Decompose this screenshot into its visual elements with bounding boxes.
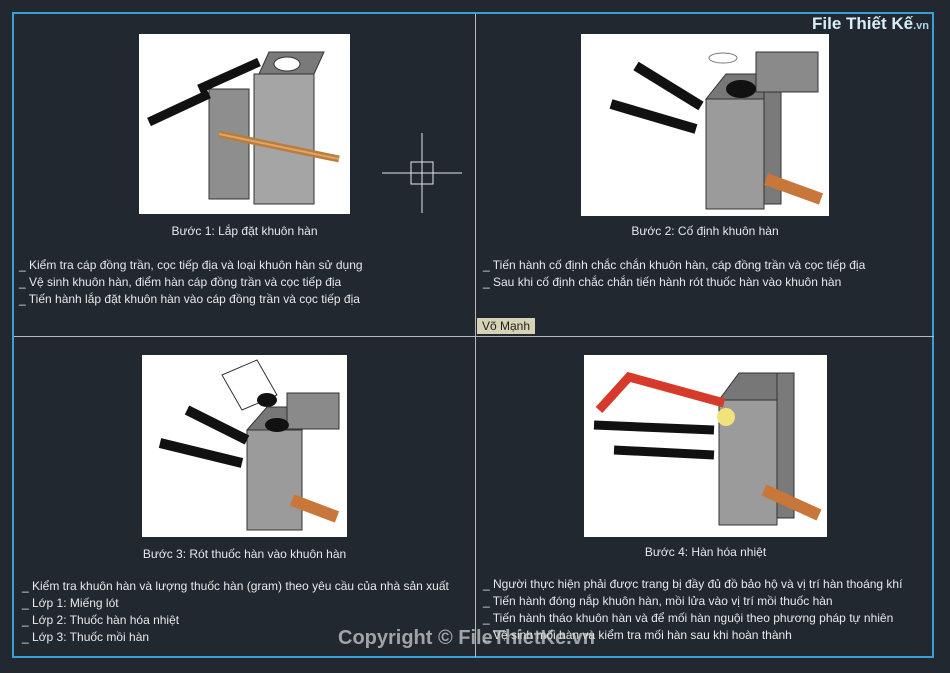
step2-illustration [581, 34, 829, 216]
horizontal-divider [14, 336, 934, 337]
step2-line-1: _ Tiến hành cố định chắc chắn khuôn hàn,… [483, 258, 866, 272]
step3-illustration [142, 355, 347, 537]
step3-title: Bước 3: Rót thuốc hàn vào khuôn hàn [142, 547, 347, 561]
step4-line-2: _ Tiến hành đóng nắp khuôn hàn, mồi lửa … [483, 594, 833, 608]
step3-line-4: _ Lớp 3: Thuốc mồi hàn [22, 630, 150, 644]
vertical-divider [475, 14, 476, 657]
step1-illustration [139, 34, 350, 214]
step4-title: Bước 4: Hàn hóa nhiệt [644, 545, 767, 559]
step1-line-3: _ Tiến hành lắp đặt khuôn hàn vào cáp đồ… [19, 292, 360, 306]
logo: File Thiết Kế.vn [812, 14, 929, 34]
step3-line-3: _ Lớp 2: Thuốc hàn hóa nhiệt [22, 613, 180, 627]
step2-title: Bước 2: Cố định khuôn hàn [631, 224, 779, 238]
copyright-watermark: Copyright © FileThietKe.vn [338, 627, 595, 649]
crosshair-cursor-icon [382, 133, 462, 213]
step3-line-1: _ Kiểm tra khuôn hàn và lượng thuốc hàn … [22, 579, 449, 593]
step1-title: Bước 1: Lắp đặt khuôn hàn [171, 224, 318, 238]
step1-line-2: _ Vệ sinh khuôn hàn, điểm hàn cáp đồng t… [19, 275, 342, 289]
step2-line-2: _ Sau khi cố định chắc chắn tiến hành ró… [483, 275, 842, 289]
step4-line-1: _ Người thực hiện phải được trang bị đầy… [483, 577, 903, 591]
logo-suffix: .vn [913, 20, 929, 32]
logo-main: File Thiết Kế [812, 14, 914, 33]
drawing-frame [12, 12, 934, 658]
name-tag: Võ Mạnh [477, 318, 536, 334]
step4-line-3: _ Tiến hành tháo khuôn hàn và để mối hàn… [483, 611, 894, 625]
step3-line-2: _ Lớp 1: Miếng lót [22, 596, 119, 610]
step4-line-4: _ Vệ sinh mối hàn và kiểm tra mối hàn sa… [483, 628, 792, 642]
step4-illustration [584, 355, 827, 537]
step1-line-1: _ Kiểm tra cáp đồng trần, cọc tiếp địa v… [19, 258, 363, 272]
